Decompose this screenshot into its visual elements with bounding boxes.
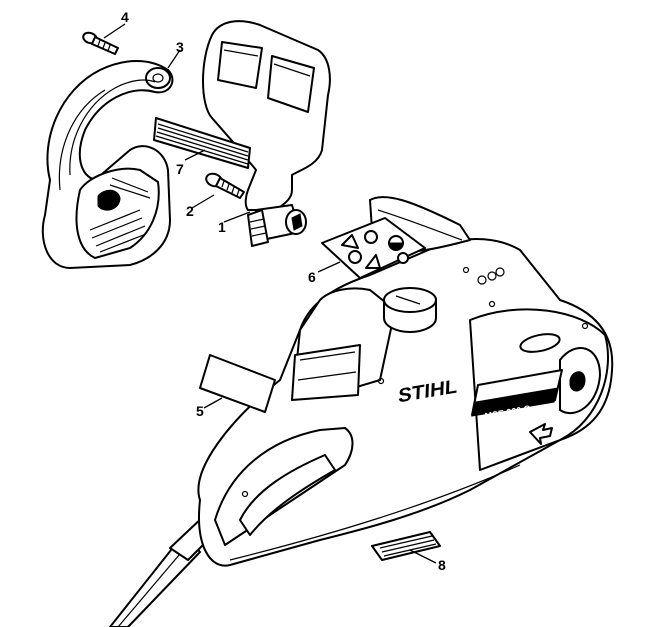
motor-housing: STIHL MSE 200 C <box>197 196 614 567</box>
callout-2: 2 <box>186 203 194 219</box>
callout-1: 1 <box>218 219 226 235</box>
hand-guard <box>41 60 174 269</box>
callout-4: 4 <box>121 9 129 25</box>
callout-3: 3 <box>176 39 184 55</box>
stihl-logo: STIHL MSE 200 C <box>398 369 563 421</box>
callout-leaders <box>103 23 437 564</box>
guard-screw <box>82 31 119 55</box>
callout-6: 6 <box>308 269 316 285</box>
callout-5: 5 <box>196 403 204 419</box>
callout-8: 8 <box>438 557 446 573</box>
oil-tank-cap <box>383 287 437 333</box>
chain-symbol <box>477 267 505 285</box>
blank-label <box>199 354 276 413</box>
warning-label-set <box>321 217 426 279</box>
callout-labels: 4 3 7 2 1 6 5 8 <box>121 9 446 573</box>
grip-label <box>153 117 251 169</box>
handle-screw <box>205 172 245 199</box>
callout-7: 7 <box>176 161 184 177</box>
rear-handle <box>202 20 331 247</box>
rating-label <box>371 531 441 561</box>
